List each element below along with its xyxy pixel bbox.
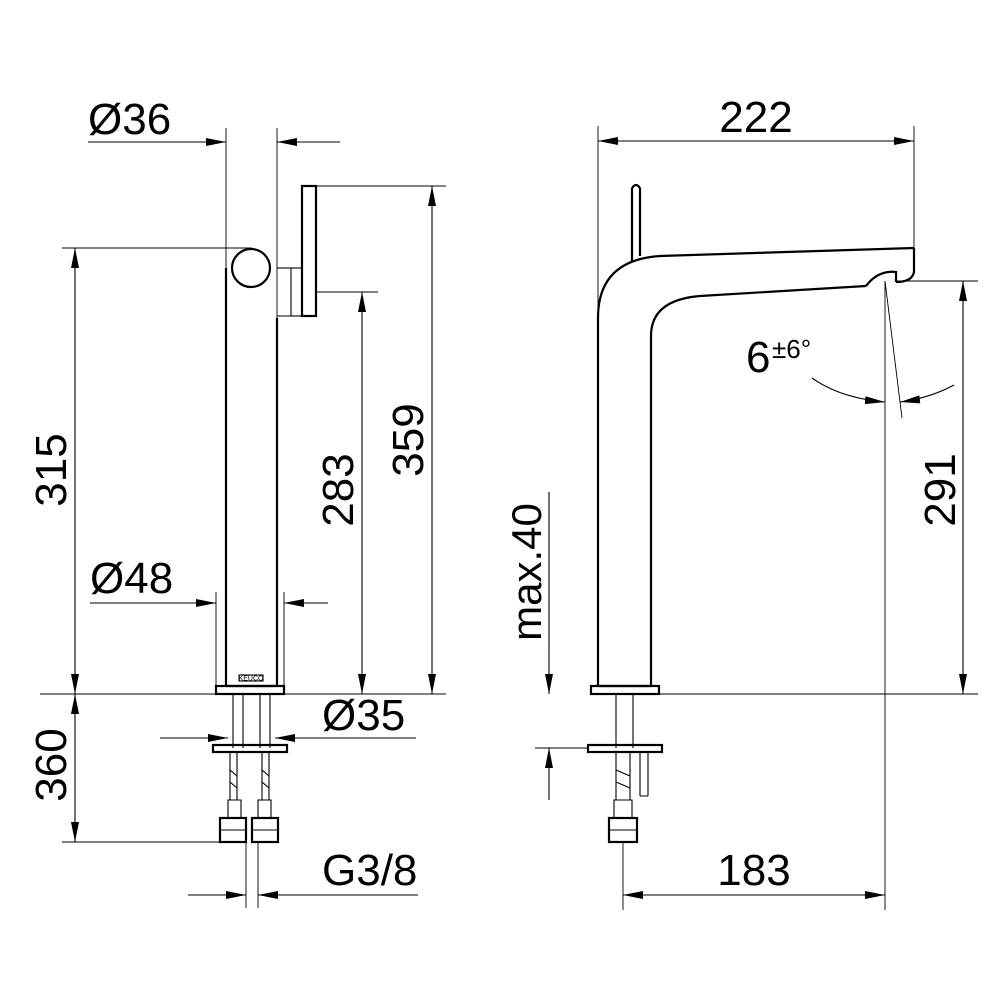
front-fittings xyxy=(211,694,289,844)
side-view: 222 291 6 ±6° max.40 xyxy=(503,93,978,910)
dim-g38-label: G3/8 xyxy=(322,846,417,895)
dim-222: 222 xyxy=(597,93,915,318)
dim-max40: max.40 xyxy=(503,492,588,800)
dim-angle: 6 ±6° xyxy=(746,280,955,910)
dim-360: 360 xyxy=(27,694,220,843)
dim-d35: Ø35 xyxy=(160,691,416,742)
dim-283-label: 283 xyxy=(314,453,363,526)
front-lever xyxy=(230,184,318,318)
dim-360-label: 360 xyxy=(27,728,76,801)
dim-359: 359 xyxy=(284,185,446,695)
front-view: KEUCO xyxy=(27,95,446,908)
dim-183: 183 xyxy=(622,842,885,910)
dim-291: 291 xyxy=(659,280,978,695)
dim-angle-base: 6 xyxy=(746,333,770,382)
side-lever xyxy=(630,183,642,262)
dim-max40-label: max.40 xyxy=(503,503,550,641)
logo-badge xyxy=(238,674,264,682)
dim-g38: G3/8 xyxy=(188,842,418,908)
dim-222-label: 222 xyxy=(719,93,792,142)
dim-283: 283 xyxy=(314,291,378,694)
dim-315-label: 315 xyxy=(27,433,76,506)
dim-d36-label: Ø36 xyxy=(88,95,171,144)
side-fittings xyxy=(586,694,664,844)
dim-d36: Ø36 xyxy=(88,95,340,318)
dim-d48: Ø48 xyxy=(90,554,328,686)
dim-d35-label: Ø35 xyxy=(322,691,405,740)
dim-359-label: 359 xyxy=(384,403,433,476)
dim-315: 315 xyxy=(27,247,252,695)
front-body: KEUCO xyxy=(214,268,286,696)
dim-291-label: 291 xyxy=(916,453,965,526)
dim-angle-tolerance: ±6° xyxy=(772,334,811,364)
dim-183-label: 183 xyxy=(717,846,790,895)
dim-d48-label: Ø48 xyxy=(90,554,173,603)
brand-logo: KEUCO xyxy=(239,676,264,683)
side-spout xyxy=(589,246,916,696)
